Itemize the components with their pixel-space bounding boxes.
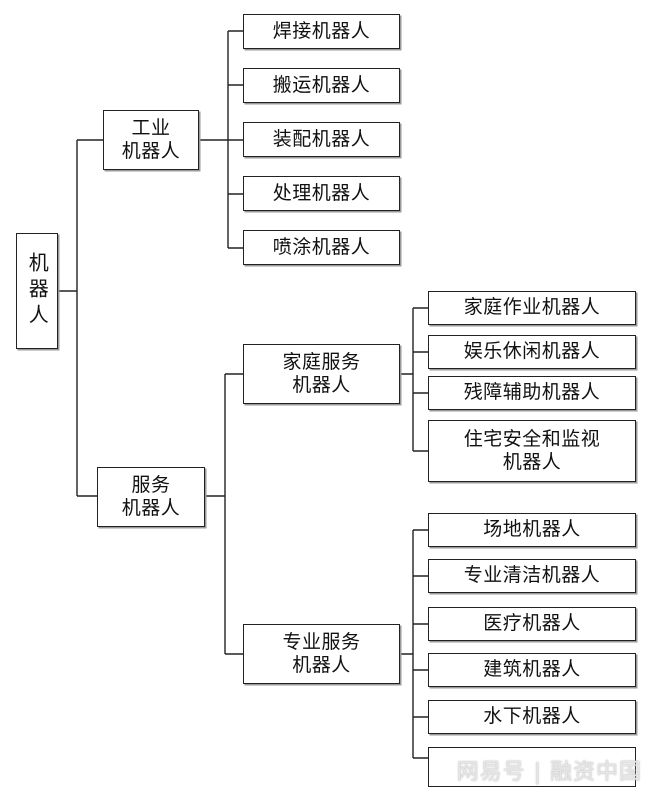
node-root: 机器人 (16, 233, 58, 349)
node-professional-child: 场地机器人 (428, 513, 636, 547)
node-home-service: 家庭服务 机器人 (243, 344, 400, 404)
node-professional-child: 专业清洁机器人 (428, 559, 636, 593)
node-industrial-label: 工业 机器人 (121, 116, 181, 162)
node-service: 服务 机器人 (97, 467, 205, 527)
node-home-service-label: 家庭服务 机器人 (282, 350, 361, 396)
node-home-child-label: 残障辅助机器人 (463, 381, 601, 404)
node-industrial-child-label: 焊接机器人 (272, 19, 371, 42)
node-root-label: 机器人 (25, 252, 50, 330)
node-industrial-child: 装配机器人 (243, 122, 400, 157)
node-industrial-child-label: 搬运机器人 (272, 73, 371, 96)
node-professional-child-label: 建筑机器人 (483, 658, 581, 681)
node-industrial-child: 搬运机器人 (243, 68, 400, 103)
node-home-child-label: 娱乐休闲机器人 (463, 340, 601, 363)
connector-service (205, 373, 243, 655)
node-industrial-child: 喷涂机器人 (243, 230, 400, 265)
node-industrial: 工业 机器人 (103, 110, 199, 170)
node-home-child-label: 家庭作业机器人 (463, 296, 601, 319)
node-home-child: 家庭作业机器人 (428, 291, 636, 325)
connector-home (400, 307, 428, 452)
node-home-child: 娱乐休闲机器人 (428, 335, 636, 369)
node-home-child-label: 住宅安全和监视 机器人 (463, 427, 601, 473)
node-service-label: 服务 机器人 (121, 473, 181, 519)
node-professional-service-label: 专业服务 机器人 (282, 630, 361, 676)
node-industrial-child-label: 装配机器人 (272, 127, 371, 150)
connector-industrial (199, 30, 243, 249)
node-professional-child-label: 医疗机器人 (483, 612, 581, 635)
node-home-child: 残障辅助机器人 (428, 376, 636, 410)
connector-root-trunk (58, 139, 103, 497)
node-professional-child-label: 水下机器人 (483, 705, 581, 728)
connector-professional (400, 529, 428, 759)
node-industrial-child-label: 喷涂机器人 (272, 235, 371, 258)
node-industrial-child-label: 处理机器人 (272, 181, 371, 204)
node-industrial-child: 焊接机器人 (243, 14, 400, 49)
node-professional-child: 水下机器人 (428, 700, 636, 734)
node-professional-child-label: 场地机器人 (483, 518, 581, 541)
node-professional-child: 医疗机器人 (428, 607, 636, 641)
node-home-child: 住宅安全和监视 机器人 (428, 420, 636, 482)
node-professional-service: 专业服务 机器人 (243, 624, 400, 684)
node-professional-child-partial (428, 747, 636, 787)
node-professional-child: 建筑机器人 (428, 653, 636, 687)
node-professional-child-label: 专业清洁机器人 (463, 564, 601, 587)
node-industrial-child: 处理机器人 (243, 176, 400, 211)
